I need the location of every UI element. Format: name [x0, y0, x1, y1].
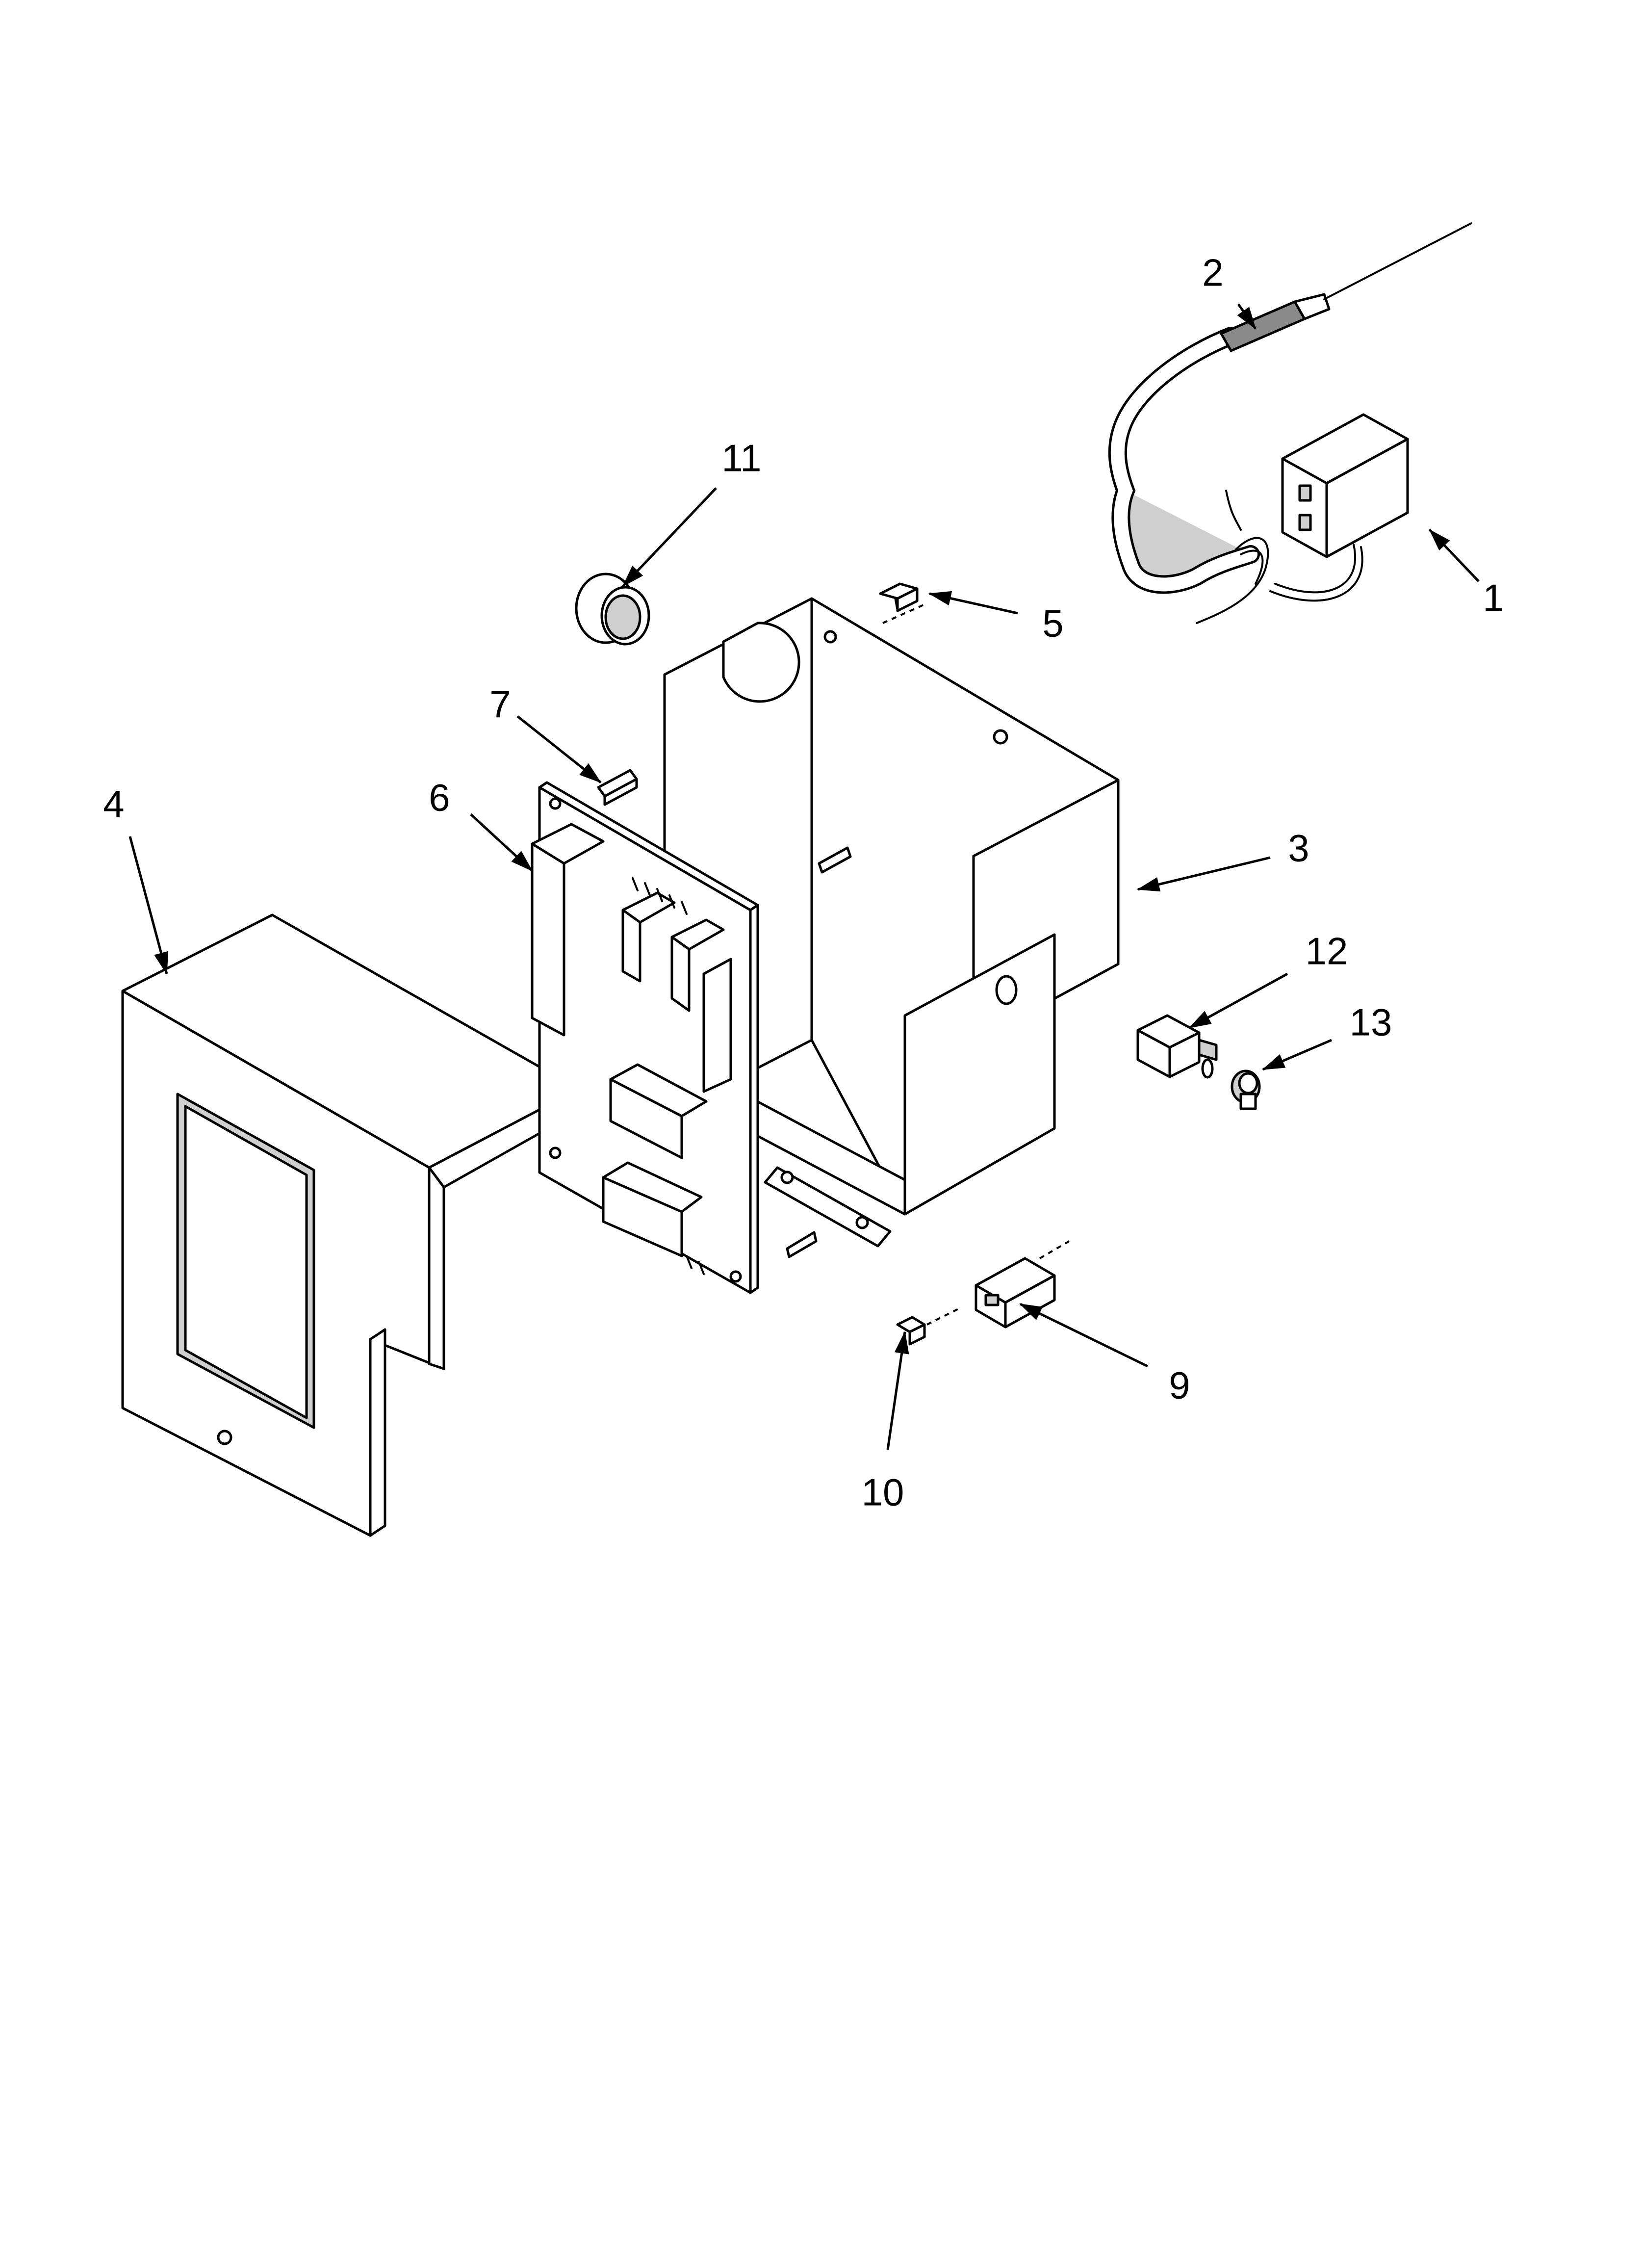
- leader-3: [1137, 856, 1271, 892]
- grommet: [575, 573, 650, 646]
- callout-12: 12: [1306, 930, 1348, 973]
- callout-11: 11: [722, 437, 762, 480]
- leader-10: [886, 1331, 909, 1450]
- callout-1: 1: [1483, 576, 1504, 620]
- leader-13: [1262, 1039, 1332, 1071]
- callout-labels: 1 2 3 4 5 6 7 9 10 11 12 13: [103, 251, 1504, 1514]
- switch-knob: [1136, 1014, 1218, 1079]
- board-clip: [597, 769, 638, 806]
- callout-9: 9: [1169, 1364, 1190, 1407]
- transformer: [1269, 413, 1409, 602]
- leader-7: [516, 715, 602, 783]
- leader-12: [1188, 972, 1288, 1029]
- screw-bottom: [896, 1306, 962, 1346]
- control-board: [531, 781, 759, 1294]
- leader-2: [1237, 303, 1257, 330]
- leader-9: [1019, 1303, 1149, 1368]
- door-switch: [975, 1240, 1070, 1329]
- callout-6: 6: [429, 776, 450, 819]
- callout-13: 13: [1350, 1001, 1392, 1044]
- callout-10: 10: [862, 1471, 904, 1514]
- leader-6: [470, 813, 533, 872]
- front-cover-panel: [121, 913, 580, 1537]
- callout-7: 7: [489, 683, 511, 726]
- screw-top: [879, 582, 927, 624]
- leader-5: [928, 591, 1018, 615]
- temperature-probe: [1108, 222, 1472, 624]
- callout-4: 4: [103, 782, 124, 826]
- leader-1: [1429, 529, 1480, 582]
- leader-4: [128, 836, 169, 975]
- callout-5: 5: [1042, 602, 1063, 645]
- small-knob: [1231, 1069, 1261, 1110]
- callout-2: 2: [1202, 251, 1223, 294]
- leader-lines: [128, 303, 1480, 1450]
- callout-3: 3: [1288, 827, 1309, 870]
- leader-11: [622, 487, 717, 587]
